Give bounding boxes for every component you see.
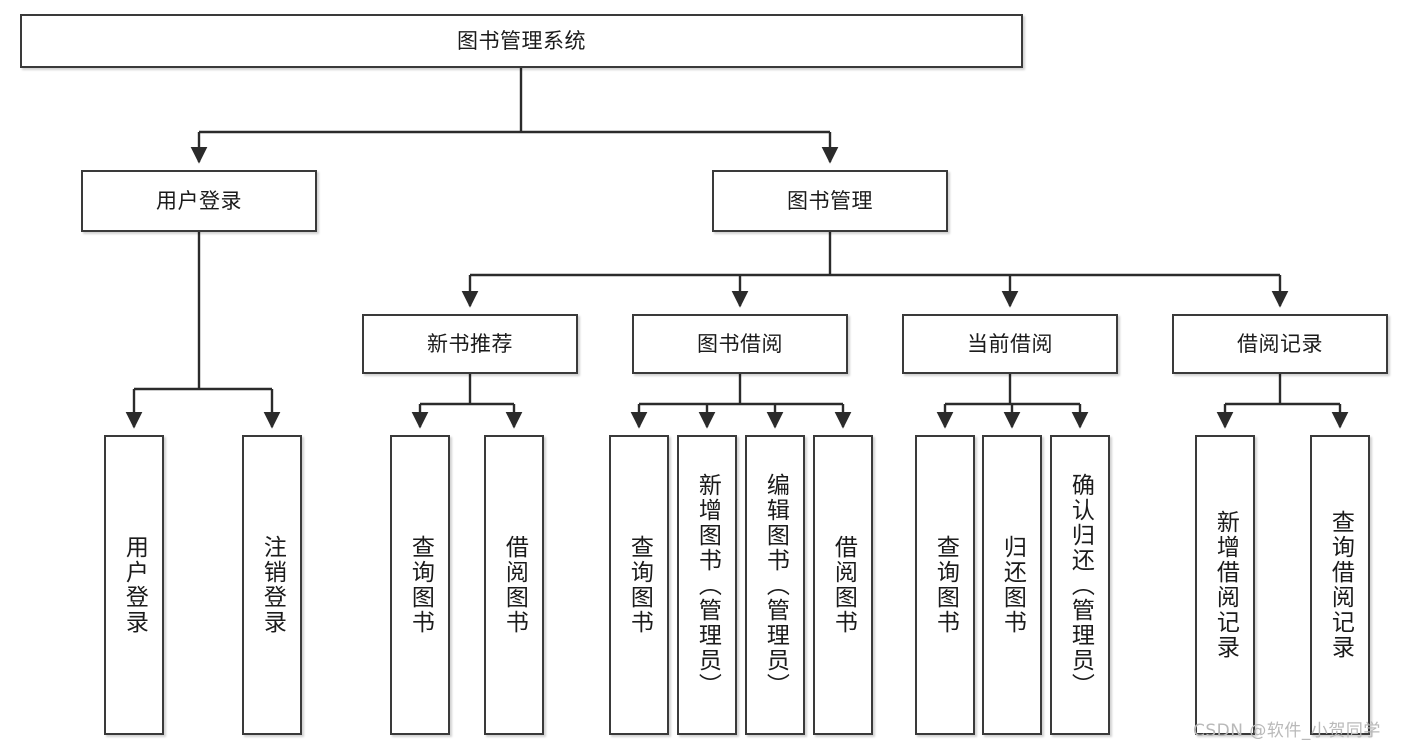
node-leaf-label: 编辑图书（管理员） bbox=[762, 472, 789, 698]
node-leaf[interactable]: 注销登录 bbox=[242, 435, 302, 735]
node-leaf[interactable]: 编辑图书（管理员） bbox=[745, 435, 805, 735]
node-leaf-label: 注销登录 bbox=[259, 535, 286, 635]
node-leaf[interactable]: 归还图书 bbox=[982, 435, 1042, 735]
node-leaf-label: 确认归还（管理员） bbox=[1067, 472, 1094, 698]
node-leaf[interactable]: 借阅图书 bbox=[484, 435, 544, 735]
node-leaf[interactable]: 确认归还（管理员） bbox=[1050, 435, 1110, 735]
node-leaf[interactable]: 查询借阅记录 bbox=[1310, 435, 1370, 735]
node-leaf[interactable]: 借阅图书 bbox=[813, 435, 873, 735]
node-level2[interactable]: 图书管理 bbox=[712, 170, 948, 232]
node-leaf[interactable]: 查询图书 bbox=[609, 435, 669, 735]
node-leaf-label: 查询图书 bbox=[407, 535, 434, 635]
node-leaf-label: 借阅图书 bbox=[501, 535, 528, 635]
node-leaf-label: 查询图书 bbox=[932, 535, 959, 635]
node-root-label: 图书管理系统 bbox=[457, 28, 586, 53]
node-leaf-label: 新增借阅记录 bbox=[1212, 510, 1239, 660]
node-level3[interactable]: 图书借阅 bbox=[632, 314, 848, 374]
node-leaf-label: 查询图书 bbox=[626, 535, 653, 635]
node-level2[interactable]: 用户登录 bbox=[81, 170, 317, 232]
watermark: CSDN @软件_小贺同学 bbox=[1193, 721, 1381, 741]
node-leaf[interactable]: 用户登录 bbox=[104, 435, 164, 735]
node-level2-label: 用户登录 bbox=[156, 188, 242, 213]
node-level3[interactable]: 当前借阅 bbox=[902, 314, 1118, 374]
node-leaf[interactable]: 新增借阅记录 bbox=[1195, 435, 1255, 735]
node-leaf-label: 查询借阅记录 bbox=[1327, 510, 1354, 660]
node-level2-label: 图书管理 bbox=[787, 188, 873, 213]
node-level3-label: 新书推荐 bbox=[427, 331, 513, 356]
node-leaf-label: 归还图书 bbox=[999, 535, 1026, 635]
node-level3[interactable]: 借阅记录 bbox=[1172, 314, 1388, 374]
node-leaf-label: 新增图书（管理员） bbox=[694, 472, 721, 698]
node-leaf-label: 借阅图书 bbox=[830, 535, 857, 635]
node-root[interactable]: 图书管理系统 bbox=[20, 14, 1023, 68]
node-leaf-label: 用户登录 bbox=[121, 535, 148, 635]
node-leaf[interactable]: 查询图书 bbox=[915, 435, 975, 735]
node-level3-label: 图书借阅 bbox=[697, 331, 783, 356]
node-leaf[interactable]: 查询图书 bbox=[390, 435, 450, 735]
node-leaf[interactable]: 新增图书（管理员） bbox=[677, 435, 737, 735]
node-level3[interactable]: 新书推荐 bbox=[362, 314, 578, 374]
node-level3-label: 当前借阅 bbox=[967, 331, 1053, 356]
node-level3-label: 借阅记录 bbox=[1237, 331, 1323, 356]
